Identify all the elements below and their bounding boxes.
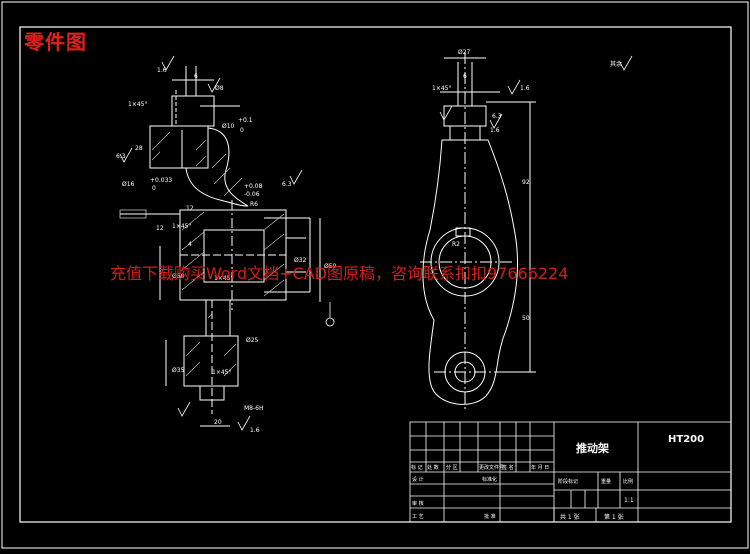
- label-review: 审 核: [412, 500, 424, 507]
- label-design: 设 计: [412, 476, 424, 483]
- title-block: [409, 421, 732, 523]
- dim-d16-tol2: 0: [152, 185, 156, 192]
- dim-r2: R2: [452, 241, 460, 248]
- dim-r6: R6: [250, 201, 258, 208]
- dim-chamfer-low: 1×45°: [214, 275, 233, 282]
- dim-12: 12: [186, 205, 194, 212]
- left-section-view: [120, 66, 321, 427]
- label-standardize: 标准化: [482, 476, 497, 483]
- label-scale: 比例: [623, 478, 633, 485]
- dim-tol-top: +0.1: [238, 117, 253, 124]
- dim-d8: Ø8: [215, 85, 224, 92]
- tolerance-frame: [119, 209, 147, 219]
- dim-tol-bot: 0: [240, 127, 244, 134]
- dim-tol-a: +0.08: [244, 183, 263, 190]
- label-sign: 签 名: [502, 464, 514, 471]
- dim-m8: M8-6H: [244, 405, 264, 412]
- dim-6: 6: [194, 73, 198, 80]
- dim-d16: Ø16: [122, 181, 135, 188]
- dim-tol-b: -0.06: [244, 191, 260, 198]
- dim-roughness-4: 1.6: [250, 427, 260, 434]
- title-block-texts: 推动架 HT200 标 记 处 数 分 区 更改文件号 签 名 年 月 日 设 …: [411, 434, 704, 521]
- dim-d35: Ø35: [172, 367, 185, 374]
- label-mark: 标 记: [411, 464, 423, 471]
- label-weight: 重量: [601, 478, 611, 485]
- dim-chamfer-top: 1×45°: [128, 101, 147, 108]
- dim-chamfer-right: 1×45°: [432, 85, 451, 92]
- dim-28: 28: [135, 145, 143, 152]
- sheet-total: 共 1 张: [560, 513, 580, 521]
- dim-roughness-r2: 6.3: [492, 113, 502, 120]
- right-view-dimension-texts: Ø27 6 1×45° 1.6 92 50 R2 6.3 1.6 其余: [432, 49, 622, 322]
- page-title: 零件图: [24, 30, 87, 54]
- label-change-doc: 更改文件号: [479, 464, 504, 471]
- dim-chamfer-bottom: 1×45°: [212, 369, 231, 376]
- dim-d32: Ø32: [294, 257, 307, 264]
- dim-4: 4: [188, 241, 192, 248]
- part-name: 推动架: [576, 441, 609, 455]
- dim-roughness-r1: 1.6: [520, 85, 530, 92]
- roughness-marks-left: [119, 55, 303, 431]
- dim-roughness-2: 6.3: [116, 153, 126, 160]
- dim-6-right: 6: [463, 73, 467, 80]
- dim-roughness-r3: 1.6: [490, 127, 500, 134]
- dim-d50-left: Ø50: [172, 273, 185, 280]
- watermark-text: 充值下载购买Word文档+CAD图原稿，咨询联系扣扣97666224: [110, 264, 569, 283]
- roughness-note: 其余: [610, 60, 622, 68]
- dim-roughness-1: 1.6: [157, 67, 167, 74]
- dim-d10: Ø10: [222, 123, 235, 130]
- dim-d27: Ø27: [458, 49, 471, 56]
- dim-chamfer-mid: 1×45°: [172, 223, 191, 230]
- label-date: 年 月 日: [531, 464, 549, 471]
- scale-value: 1:1: [624, 497, 634, 504]
- dim-20: 20: [214, 419, 222, 426]
- label-process: 工 艺: [412, 514, 424, 520]
- label-zone: 分 区: [446, 464, 458, 471]
- dim-12b: 12: [156, 225, 164, 232]
- inner-frame: [19, 26, 732, 523]
- label-count: 处 数: [427, 464, 439, 471]
- sheet-number: 第 1 张: [604, 513, 624, 521]
- dim-50: 50: [522, 315, 530, 322]
- left-view-dimension-texts: 1.6 6 Ø8 1×45° Ø10 +0.1 0 6.3 28 Ø16 +0.…: [116, 67, 337, 434]
- label-stage: 阶段标记: [558, 478, 578, 485]
- right-front-view: [420, 52, 536, 410]
- dim-roughness-3: 6.3: [282, 181, 292, 188]
- roughness-marks-right: [439, 55, 633, 129]
- dim-d16-tol: +0.033: [150, 177, 172, 184]
- material: HT200: [668, 434, 704, 445]
- dim-d25: Ø25: [246, 337, 259, 344]
- datum-symbol: [325, 302, 335, 327]
- label-approve: 批 准: [484, 513, 496, 520]
- dim-d50-right: Ø50: [324, 263, 337, 270]
- dim-92: 92: [522, 179, 530, 186]
